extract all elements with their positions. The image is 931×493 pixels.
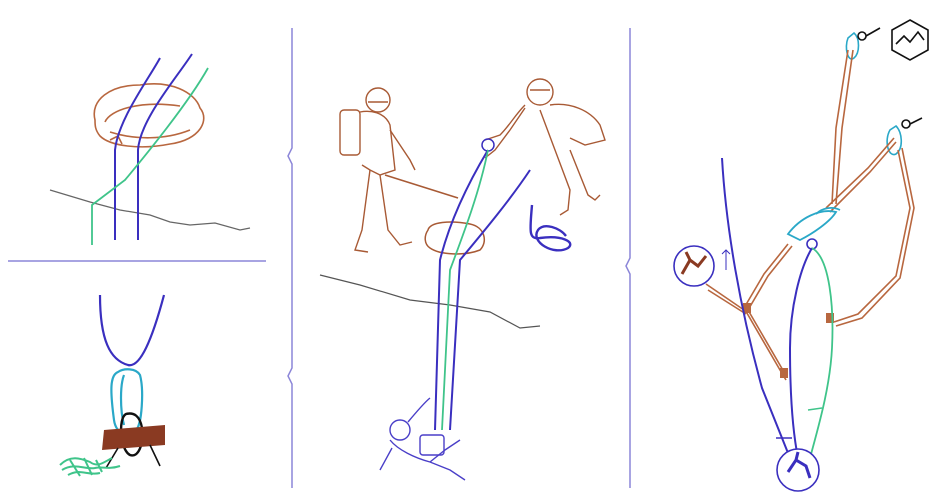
carabiner-knot-panel [40, 280, 240, 490]
rope-primary-b [450, 170, 530, 430]
team-lowering-panel [300, 30, 620, 490]
carabiner-icon [887, 118, 922, 155]
boulder [425, 222, 484, 254]
rock-sling [94, 84, 204, 147]
mountain-badge-icon [892, 20, 928, 60]
pulley-system-panel [640, 8, 931, 493]
rope-secondary [810, 248, 832, 458]
sling-band [102, 425, 165, 450]
climber-icon [777, 449, 819, 491]
arrow-up-icon [722, 250, 730, 270]
ground-line [50, 190, 250, 230]
rope-primary [435, 150, 488, 430]
sling [826, 50, 914, 326]
panel-divider-horizontal [8, 258, 266, 264]
carabiner-icon [111, 369, 142, 435]
rescuer-icon [340, 88, 415, 252]
rope-primary-b [790, 248, 812, 458]
panel-divider-right [622, 28, 638, 488]
panel-divider-left [284, 28, 300, 488]
rescuer-icon [674, 246, 714, 286]
ground-line [320, 275, 540, 328]
anchor-line [385, 175, 458, 198]
carabiner-icon [788, 208, 840, 240]
rope-marker [808, 408, 822, 410]
pulley-icon [807, 239, 817, 249]
carabiner-icon [846, 28, 880, 59]
rope-loop [100, 295, 164, 365]
rescuer-icon [485, 79, 605, 215]
anchor-over-rock-panel [40, 40, 260, 250]
rope-secondary [92, 68, 208, 245]
prusik-knot [780, 368, 788, 378]
climber-icon [380, 398, 465, 480]
pulley-icon [482, 139, 494, 151]
rope-primary [722, 158, 790, 458]
